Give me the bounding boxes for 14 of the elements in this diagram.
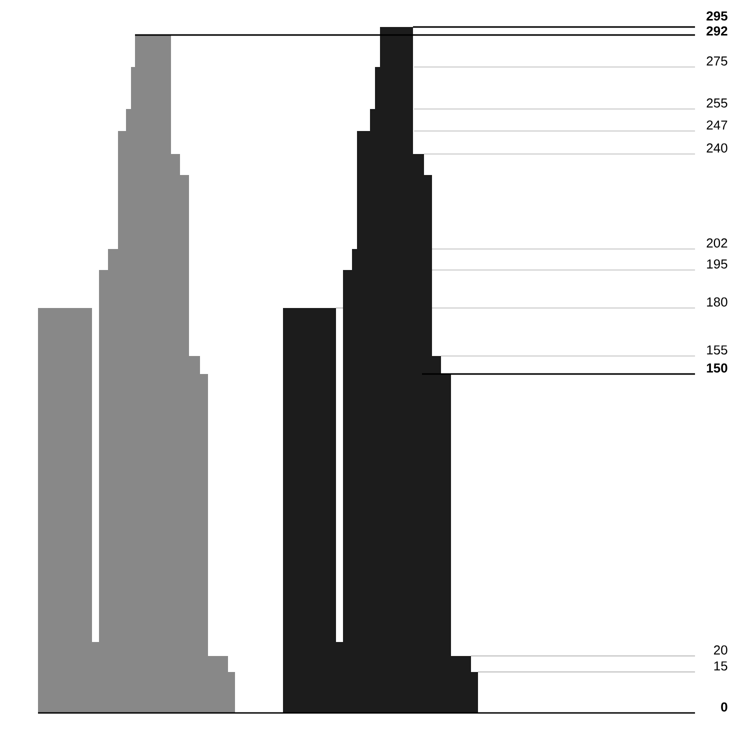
height-label: 150 [706,363,728,373]
height-label: 295 [706,11,728,21]
height-label: 202 [706,238,728,248]
height-label: 155 [707,345,728,355]
height-label: 255 [706,98,728,108]
height-label: 240 [706,143,728,153]
height-label: 292 [706,26,728,36]
height-label: 20 [714,645,728,655]
height-label: 180 [707,297,728,307]
height-label: 195 [707,259,728,269]
height-label: 275 [706,56,728,66]
height-label: 247 [706,120,728,130]
height-label: 0 [721,702,728,712]
height-label: 15 [714,661,728,671]
